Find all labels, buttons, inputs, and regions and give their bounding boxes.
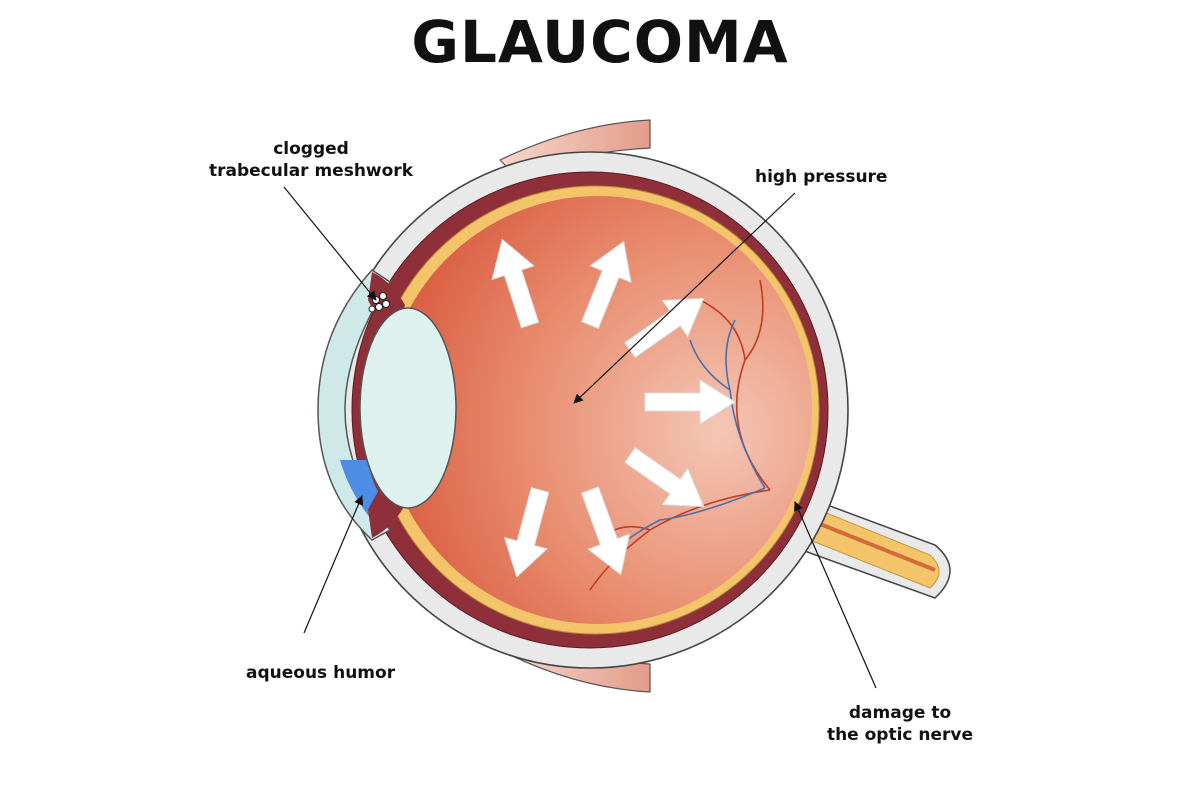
aqueous-leader: [303, 495, 364, 634]
label-high-pressure: high pressure: [755, 167, 888, 187]
label-trabecular-meshwork: clogged trabecular meshwork: [209, 139, 413, 181]
lens: [359, 307, 457, 509]
retinal-vessels: [589, 279, 771, 591]
pressure-arrows: [491, 238, 736, 578]
label-optic-nerve-damage: damage to the optic nerve: [826, 703, 974, 745]
cornea: [317, 269, 392, 541]
pressure-leader: [573, 192, 796, 404]
optic-leader: [794, 501, 877, 689]
diagram-title: GLAUCOMA: [411, 8, 789, 76]
label-aqueous-humor: aqueous humor: [246, 663, 396, 683]
trabecular-leader: [283, 186, 377, 301]
